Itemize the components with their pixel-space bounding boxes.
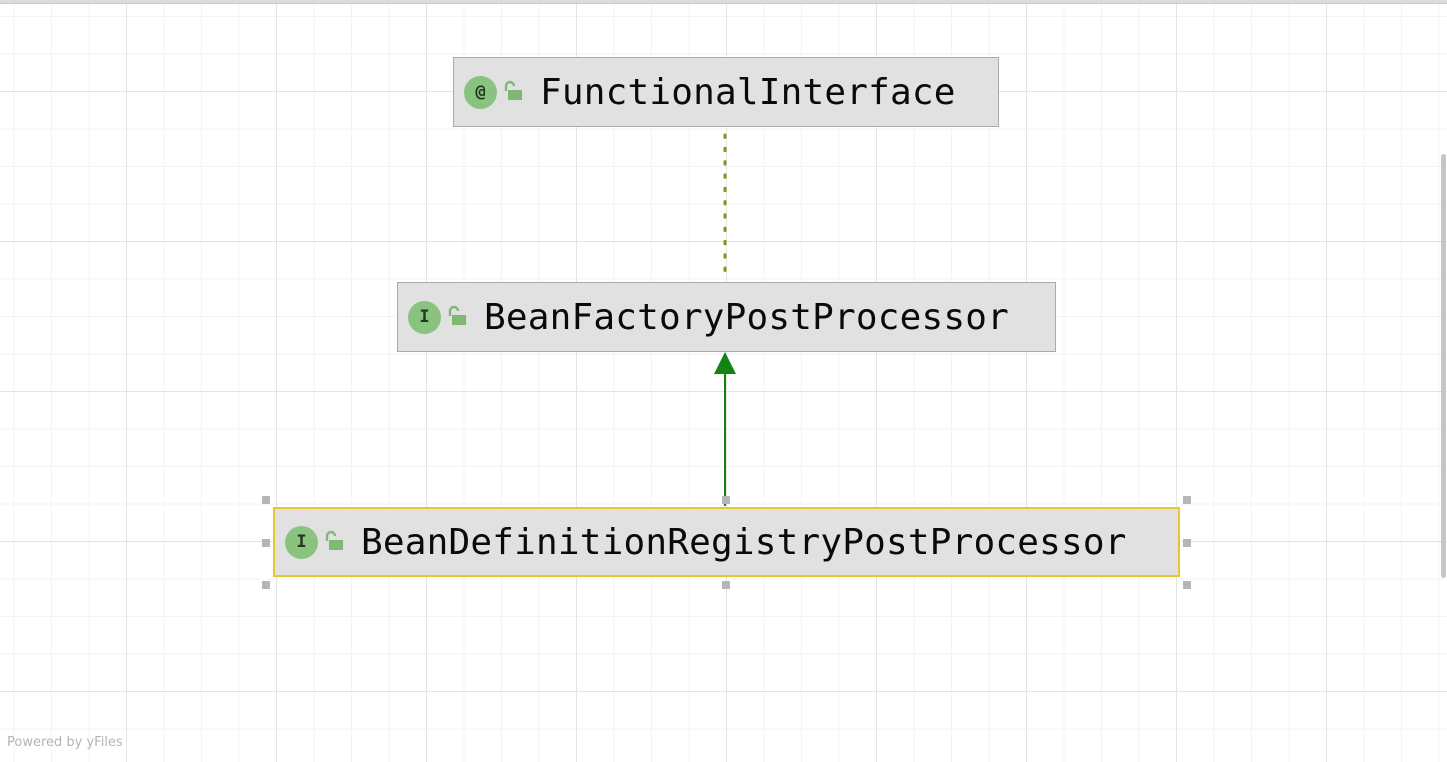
edge-extends-arrowhead bbox=[714, 352, 736, 374]
top-border bbox=[0, 0, 1447, 4]
node-functional-interface[interactable]: @ FunctionalInterface bbox=[453, 57, 999, 127]
resize-handle-bottom-right[interactable] bbox=[1183, 581, 1191, 589]
powered-by-watermark: Powered by yFiles bbox=[7, 735, 123, 750]
public-unlock-icon bbox=[504, 80, 522, 100]
resize-handle-top-left[interactable] bbox=[262, 496, 270, 504]
resize-handle-left[interactable] bbox=[262, 539, 270, 547]
node-bean-factory-post-processor[interactable]: I BeanFactoryPostProcessor bbox=[397, 282, 1056, 352]
resize-handle-bottom-left[interactable] bbox=[262, 581, 270, 589]
node-label: BeanFactoryPostProcessor bbox=[484, 296, 1009, 338]
public-unlock-icon bbox=[448, 305, 466, 325]
annotation-icon: @ bbox=[464, 75, 497, 109]
interface-icon: I bbox=[285, 525, 318, 559]
resize-handle-right[interactable] bbox=[1183, 539, 1191, 547]
resize-handle-bottom[interactable] bbox=[722, 581, 730, 589]
node-label: BeanDefinitionRegistryPostProcessor bbox=[361, 521, 1127, 563]
resize-handle-top-right[interactable] bbox=[1183, 496, 1191, 504]
vertical-scrollbar[interactable] bbox=[1441, 154, 1446, 578]
resize-handle-top[interactable] bbox=[722, 496, 730, 504]
interface-icon: I bbox=[408, 300, 441, 334]
node-label: FunctionalInterface bbox=[540, 71, 956, 113]
node-bean-definition-registry-post-processor[interactable]: I BeanDefinitionRegistryPostProcessor bbox=[273, 507, 1180, 577]
public-unlock-icon bbox=[325, 530, 343, 550]
